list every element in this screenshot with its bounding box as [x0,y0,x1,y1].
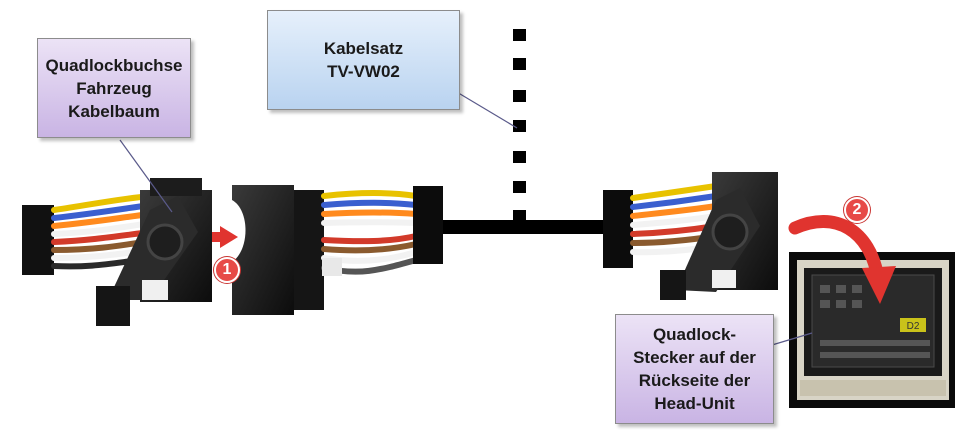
callout-vehicle-socket-line1: Quadlockbuchse [45,55,183,75]
callout-headunit-plug-line1: Quadlock- [652,325,737,344]
callout-cable-set-line1: Kabelsatz [323,39,404,58]
callout-headunit-plug-line2: Stecker auf der [633,348,756,367]
callout-vehicle-socket-line3: Kabelbaum [68,101,160,121]
step2-marker: 2 [844,197,870,223]
adapter-quadlock-plug [232,185,443,315]
dotted-branch-cable [513,29,526,222]
headunit-quadlock-plug [603,172,778,300]
callout-vehicle-socket-line2: Fahrzeug [76,78,152,98]
vehicle-quadlock-socket [22,178,212,326]
step1-arrow [212,226,238,248]
callout-headunit-plug: Quadlock- Stecker auf der Rückseite der … [615,314,774,424]
step2-arrow [788,214,896,304]
callout-vehicle-socket: Quadlockbuchse Fahrzeug Kabelbaum [37,38,191,138]
callout-cable-set-line2: TV-VW02 [327,62,400,81]
main-cable [443,220,605,234]
callout-headunit-plug-line4: Head-Unit [654,394,735,413]
step1-marker: 1 [214,257,240,283]
device-label: D2 [907,321,920,332]
callout-headunit-plug-line3: Rückseite der [638,371,751,390]
callout-cable-set: Kabelsatz TV-VW02 [267,10,460,110]
